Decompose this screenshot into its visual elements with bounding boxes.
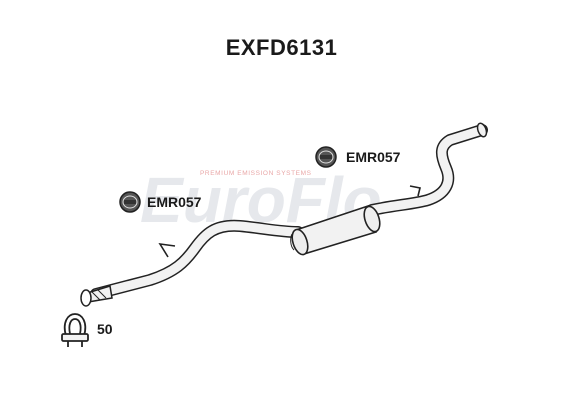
mount-label-front: EMR057	[147, 194, 202, 210]
pipe-outlet	[476, 122, 488, 138]
rubber-mount-icon	[119, 191, 141, 213]
watermark-tagline: PREMIUM EMISSION SYSTEMS	[200, 170, 312, 177]
hanger-rear	[409, 185, 421, 197]
hanger-front	[158, 242, 176, 258]
clamp-icon	[61, 313, 89, 347]
mount-label-rear: EMR057	[346, 149, 401, 165]
exhaust-pipe	[90, 124, 488, 300]
part-number-title: EXFD6131	[225, 35, 338, 60]
pipe-inlet-flare	[80, 285, 113, 307]
clamp-label: 50	[97, 321, 113, 337]
silencer-box	[290, 204, 381, 256]
rubber-mount-icon	[315, 146, 337, 168]
